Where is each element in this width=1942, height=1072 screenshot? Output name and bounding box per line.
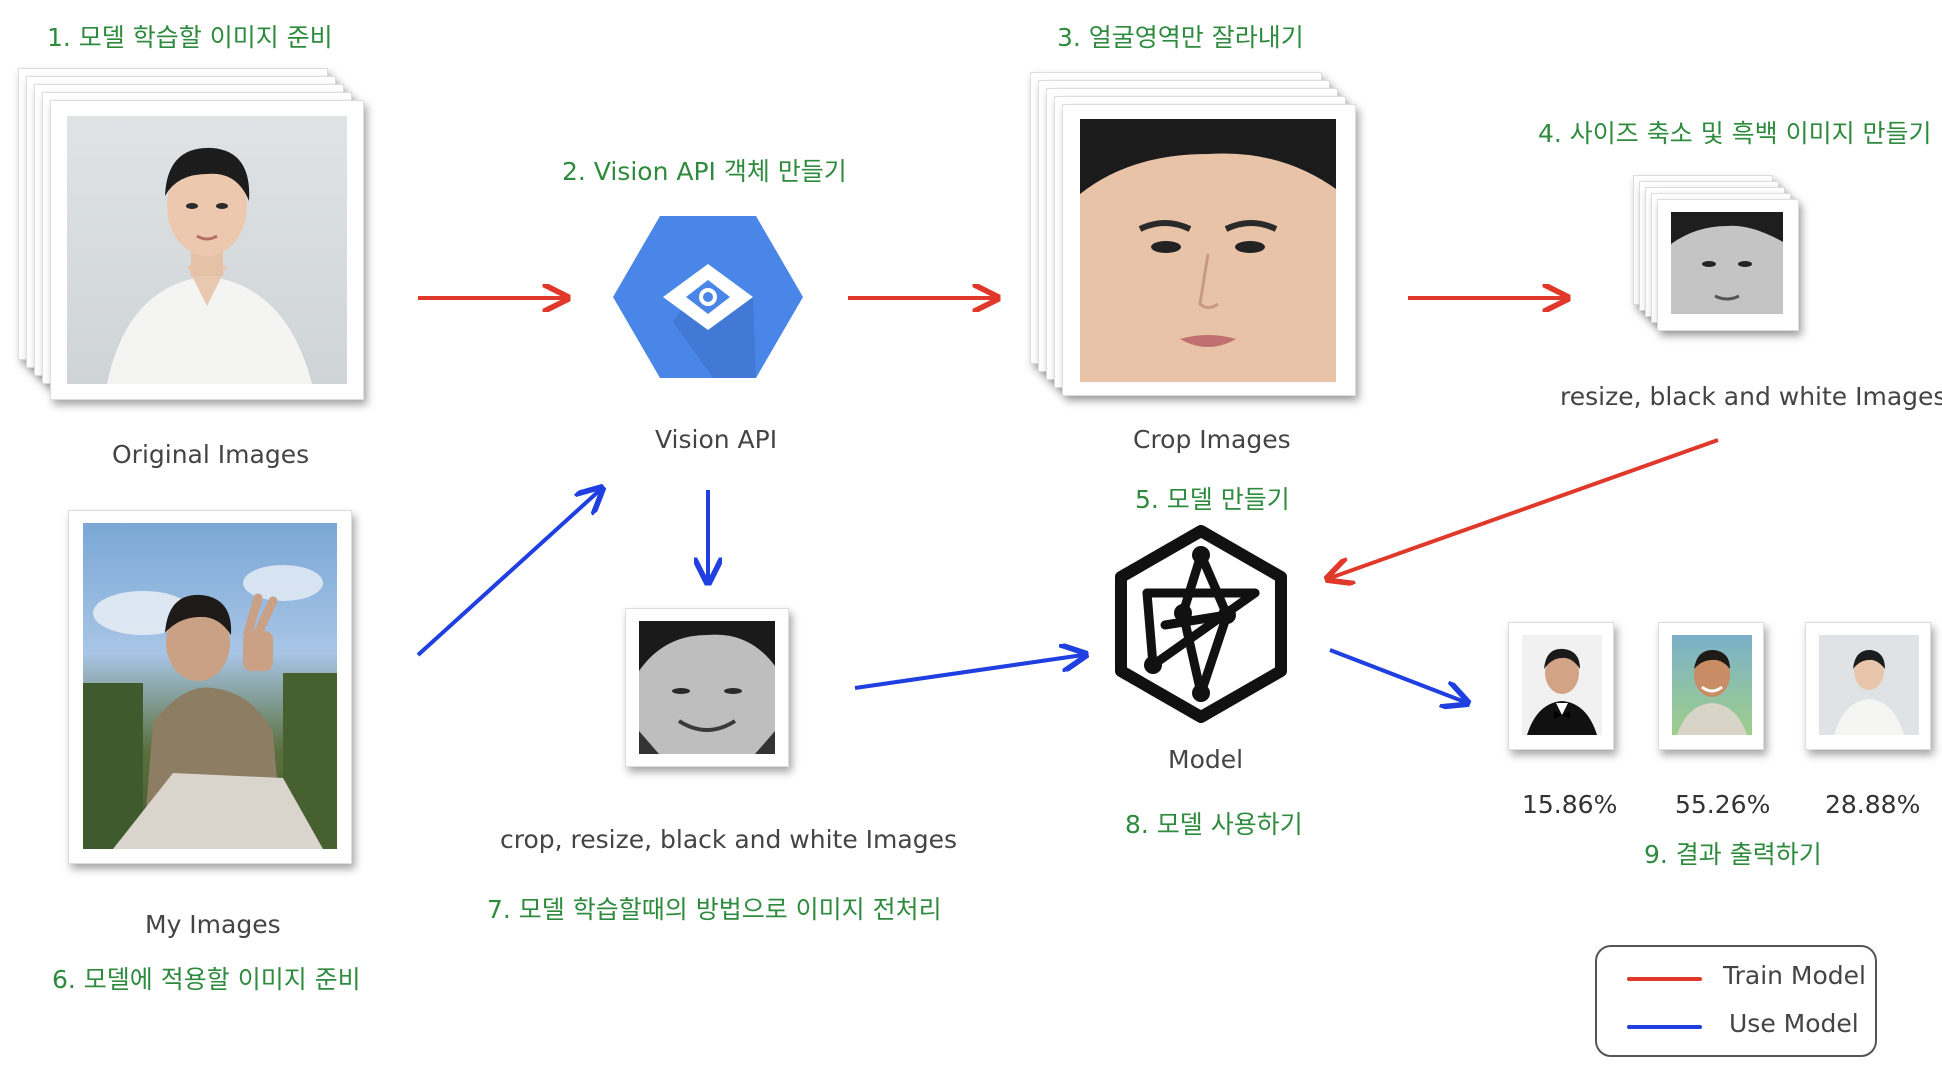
step-2-label: 2. Vision API 객체 만들기 (562, 157, 847, 186)
step-7-label: 7. 모델 학습할때의 방법으로 이미지 전처리 (487, 895, 942, 924)
legend-use-label: Use Model (1729, 1009, 1859, 1038)
preprocessed-photo (639, 621, 775, 754)
use-arrow-my-to-vision (416, 490, 600, 657)
legend: Train Model Use Model (1595, 945, 1877, 1057)
use-arrow-preprocessed-to-model (854, 655, 1083, 690)
original-photo (67, 116, 347, 384)
resize-bw-images-stack (1633, 175, 1813, 345)
resize-bw-caption: resize, black and white Images (1560, 382, 1942, 411)
legend-train-swatch (1627, 977, 1702, 981)
result-percent-1: 15.86% (1522, 790, 1618, 819)
result-photo-2 (1672, 635, 1752, 735)
model-caption: Model (1168, 745, 1244, 774)
resize-bw-photo (1671, 212, 1783, 314)
original-images-caption: Original Images (112, 440, 310, 469)
result-card-1 (1508, 622, 1614, 750)
step-1-label: 1. 모델 학습할 이미지 준비 (47, 23, 333, 52)
crop-images-caption: Crop Images (1133, 425, 1291, 454)
train-arrow-resize-to-model (1330, 438, 1719, 578)
tensor-model-hexagon-icon (1115, 525, 1287, 723)
vision-api-hexagon-icon (613, 212, 803, 382)
step-5-label: 5. 모델 만들기 (1135, 485, 1290, 514)
use-arrow-model-to-results (1329, 648, 1465, 702)
result-photo-3 (1819, 635, 1919, 735)
step-3-label: 3. 얼굴영역만 잘라내기 (1057, 23, 1304, 52)
step-4-label: 4. 사이즈 축소 및 흑백 이미지 만들기 (1538, 119, 1932, 148)
crop-photo (1080, 119, 1336, 382)
crop-images-stack (1030, 72, 1360, 412)
original-images-stack (18, 68, 368, 418)
result-card-2 (1658, 622, 1764, 750)
result-card-3 (1805, 622, 1931, 750)
preprocessed-image-card (625, 608, 789, 767)
my-images-caption: My Images (145, 910, 281, 939)
step-9-label: 9. 결과 출력하기 (1644, 840, 1822, 869)
result-percent-2: 55.26% (1675, 790, 1771, 819)
result-photo-1 (1522, 635, 1602, 735)
result-percent-3: 28.88% (1825, 790, 1921, 819)
my-images-card (68, 510, 352, 864)
step-8-label: 8. 모델 사용하기 (1125, 810, 1303, 839)
step-6-label: 6. 모델에 적용할 이미지 준비 (52, 965, 361, 994)
my-photo (83, 523, 337, 849)
preprocessed-caption: crop, resize, black and white Images (500, 825, 957, 854)
vision-api-caption: Vision API (655, 425, 778, 454)
legend-train-label: Train Model (1723, 961, 1866, 990)
legend-use-swatch (1627, 1025, 1702, 1029)
